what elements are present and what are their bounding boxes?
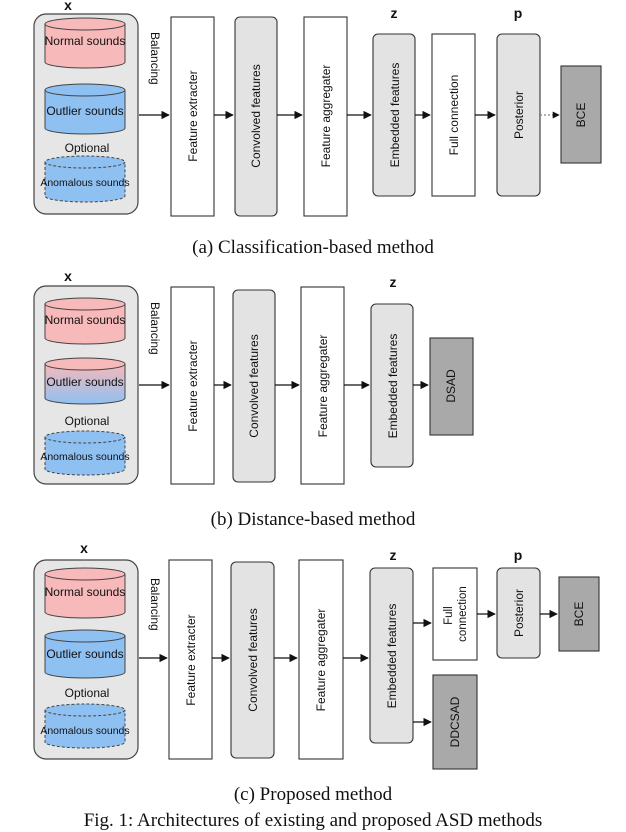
anomalous-sounds-cylinder-c: Anomalous sounds — [40, 703, 130, 749]
z-label-c: z — [390, 547, 397, 563]
optional-label-a: Optional — [65, 141, 110, 155]
posterior-label-c: Posterior — [512, 589, 526, 637]
feature-extracter-box-c — [168, 559, 213, 760]
normal-sounds-label-c: Normal sounds — [45, 585, 126, 599]
feature-aggregater-label-a: Feature aggregater — [319, 65, 333, 168]
p-label-a: p — [514, 5, 523, 21]
normal-sounds-cylinder-a: Normal sounds — [44, 17, 126, 69]
full-connection-box-a — [431, 33, 476, 197]
p-label-c: p — [514, 547, 523, 563]
bce-box-c — [558, 576, 600, 652]
anomalous-sounds-label-b: Anomalous sounds — [40, 451, 129, 463]
embedded-features-label-c: Embedded features — [385, 604, 399, 709]
panel-a: x Normal sounds Outlier sounds Optional … — [33, 0, 602, 258]
full-connection-line1: Full — [443, 606, 455, 625]
anomalous-sounds-label-a: Anomalous sounds — [40, 177, 129, 189]
optional-label-c: Optional — [65, 686, 110, 700]
outlier-sounds-label-a: Outlier sounds — [46, 104, 123, 118]
outlier-sounds-cylinder-c: Outlier sounds — [44, 629, 126, 679]
figure-caption: Fig. 1: Architectures of existing and pr… — [84, 810, 543, 831]
feature-extracter-box-a — [170, 16, 215, 217]
optional-label-b: Optional — [65, 414, 110, 428]
outlier-sounds-cylinder-a: Outlier sounds — [44, 83, 126, 135]
convolved-features-label-a: Convolved features — [249, 64, 263, 167]
full-connection-box-c — [432, 567, 478, 661]
feature-extracter-label-c: Feature extracter — [184, 614, 198, 705]
z-label-a: z — [391, 5, 398, 21]
feature-aggregater-box-b — [300, 286, 345, 485]
normal-sounds-cylinder-c: Normal sounds — [44, 567, 126, 619]
anomalous-sounds-cylinder-a: Anomalous sounds — [40, 155, 130, 203]
feature-extracter-label-a: Feature extracter — [186, 70, 200, 161]
full-connection-label-a: Full connection — [447, 75, 461, 156]
feature-extracter-box-b — [170, 286, 215, 485]
bce-box-a — [560, 65, 602, 164]
caption-b: (b) Distance-based method — [211, 509, 416, 530]
normal-sounds-label-a: Normal sounds — [45, 34, 126, 48]
feature-aggregater-box-c — [298, 559, 344, 760]
x-label-a: x — [64, 0, 72, 13]
full-connection-label-c: Full connection — [443, 586, 469, 642]
bce-label-c: BCE — [572, 602, 586, 627]
convolved-features-label-c: Convolved features — [246, 608, 260, 711]
outlier-sounds-label-c: Outlier sounds — [46, 647, 123, 661]
convolved-features-box-b — [232, 289, 276, 483]
balancing-label-c: Balancing — [148, 578, 162, 631]
embedded-features-label-b: Embedded features — [386, 334, 400, 439]
outlier-sounds-cylinder-b: Outlier sounds — [44, 357, 126, 405]
convolved-features-label-b: Convolved features — [247, 334, 261, 437]
convolved-features-box-c — [230, 561, 275, 759]
balancing-label-b: Balancing — [148, 302, 162, 355]
dsad-box-b — [429, 337, 474, 436]
convolved-features-box-a — [234, 16, 278, 217]
posterior-label-a: Posterior — [512, 91, 526, 139]
feature-aggregater-label-b: Feature aggregater — [316, 335, 330, 438]
normal-sounds-label-b: Normal sounds — [45, 313, 126, 327]
feature-extracter-label-b: Feature extracter — [186, 340, 200, 431]
feature-aggregater-box-a — [303, 16, 348, 217]
bce-label-a: BCE — [574, 103, 588, 128]
anomalous-sounds-cylinder-b: Anomalous sounds — [40, 430, 130, 476]
posterior-box-c — [496, 567, 541, 659]
caption-c: (c) Proposed method — [234, 784, 393, 805]
balancing-label-a: Balancing — [148, 32, 162, 85]
x-label-b: x — [64, 268, 72, 284]
embedded-features-box-c — [369, 567, 414, 744]
outlier-sounds-label-b: Outlier sounds — [46, 375, 123, 389]
full-connection-line2: connection — [457, 586, 469, 642]
dsad-label-b: DSAD — [444, 369, 458, 403]
normal-sounds-cylinder-b: Normal sounds — [44, 297, 126, 345]
x-label-c: x — [80, 540, 88, 556]
embedded-features-label-a: Embedded features — [388, 63, 402, 168]
z-label-b: z — [390, 274, 397, 290]
caption-a: (a) Classification-based method — [192, 237, 434, 258]
anomalous-sounds-label-c: Anomalous sounds — [40, 725, 129, 737]
feature-aggregater-label-c: Feature aggregater — [314, 609, 328, 712]
panel-b: x Normal sounds Outlier sounds Optional … — [33, 268, 474, 530]
ddcsad-label-c: DDCSAD — [448, 696, 462, 747]
ddcsad-box-c — [432, 674, 478, 770]
panel-c: x Normal sounds Outlier sounds Optional … — [33, 540, 600, 805]
